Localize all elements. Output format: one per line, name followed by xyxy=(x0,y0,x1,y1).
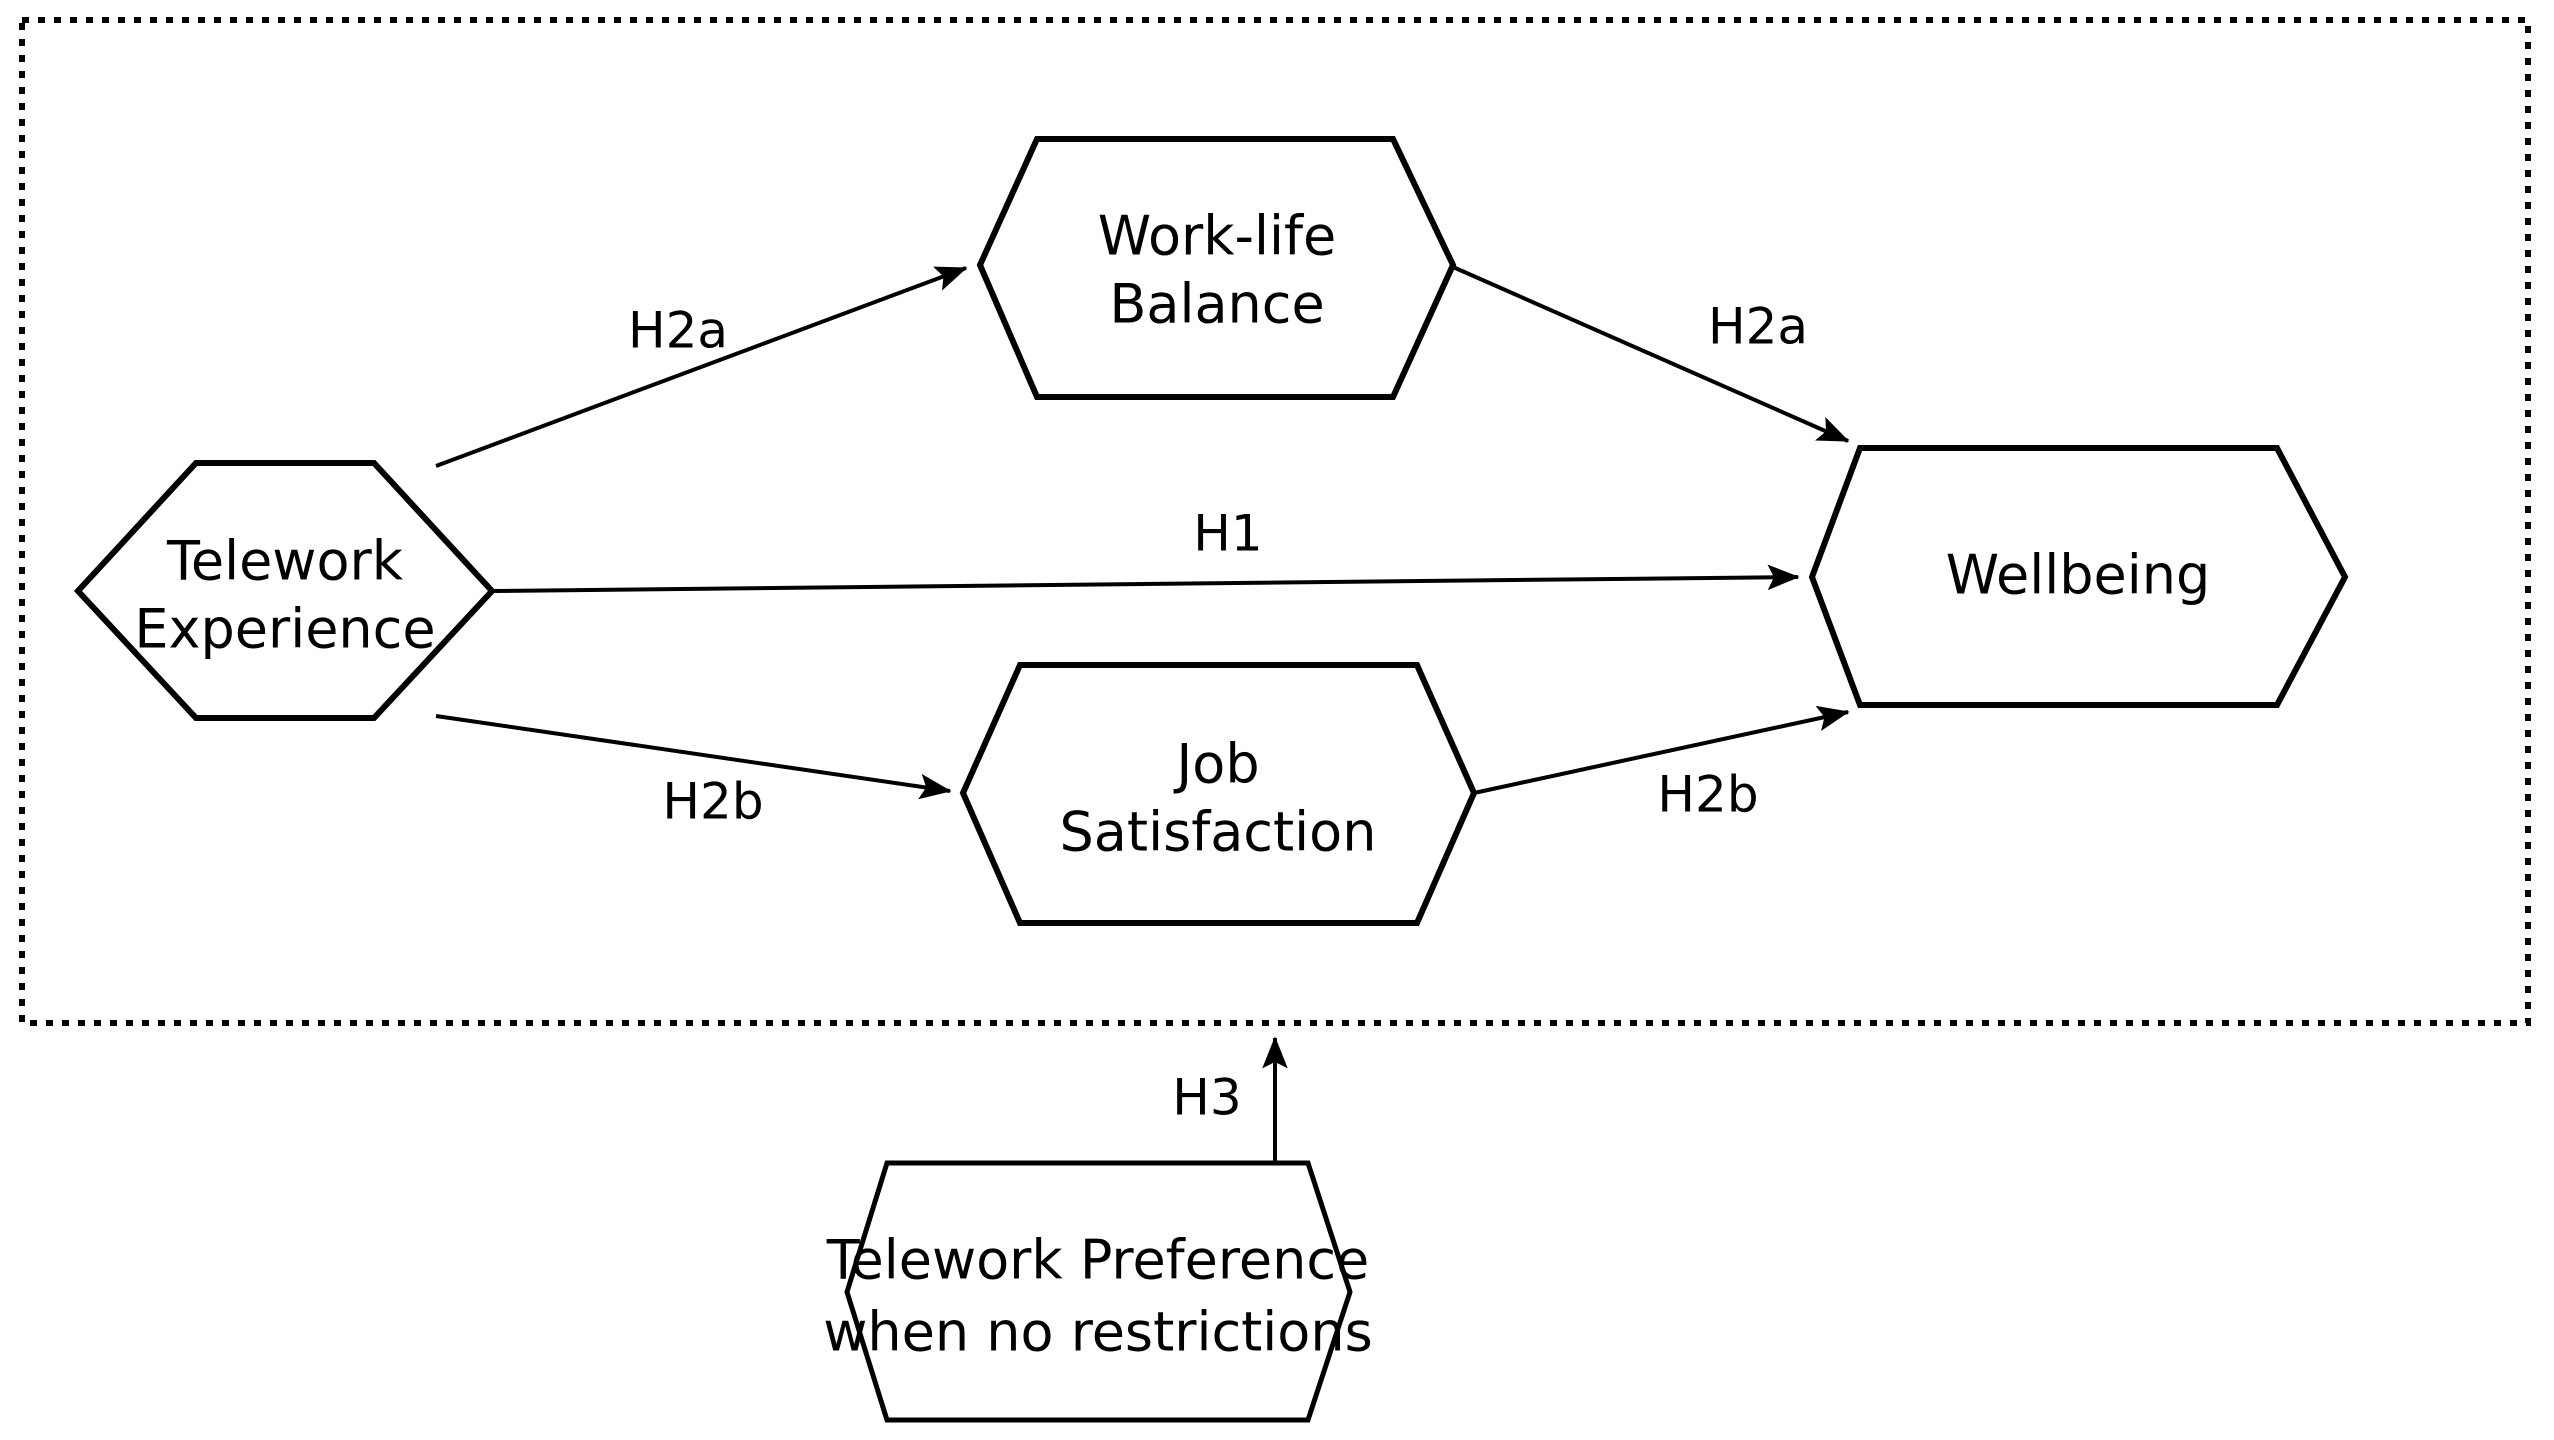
node-job-satisfaction[interactable]: Job Satisfaction xyxy=(959,662,1478,926)
node-label-line2: Satisfaction xyxy=(1060,801,1377,864)
edge-label-h2a-right: H2a xyxy=(1708,298,1808,356)
edge-h2b-left xyxy=(435,714,952,800)
node-label-line1: Job xyxy=(1173,733,1259,796)
node-label-line1: Wellbeing xyxy=(1946,544,2210,607)
node-label-line2: when no restrictions xyxy=(823,1301,1372,1364)
node-wellbeing[interactable]: Wellbeing xyxy=(1808,445,2349,708)
hexagon-shape xyxy=(1808,445,2349,708)
node-work-life-balance[interactable]: Work-life Balance xyxy=(976,136,1457,400)
edge-label-h2b-right: H2b xyxy=(1657,766,1758,824)
hexagon-shape xyxy=(959,662,1478,926)
node-telework-experience[interactable]: Telework Experience xyxy=(73,460,497,721)
edge-h2b-right xyxy=(1473,705,1850,795)
edge-h2a-right xyxy=(1452,265,1850,443)
edge-h1 xyxy=(491,564,1800,593)
edge-label-h1: H1 xyxy=(1193,505,1262,563)
node-label-line1: Telework xyxy=(166,530,404,593)
hexagon-shape xyxy=(73,460,497,721)
hexagon-shape xyxy=(844,1160,1353,1423)
edge-label-h2b-left: H2b xyxy=(662,773,763,831)
edge-h2a-left xyxy=(435,266,968,468)
model-boundary xyxy=(19,17,2531,1026)
hexagon-shape xyxy=(976,136,1457,400)
edge-label-h3: H3 xyxy=(1172,1069,1241,1127)
node-label-line2: Balance xyxy=(1109,273,1324,336)
edge-label-h2a-left: H2a xyxy=(628,302,728,360)
node-label-line1: Telework Preference xyxy=(826,1229,1370,1292)
node-label-line2: Experience xyxy=(134,598,435,661)
node-label-line1: Work-life xyxy=(1098,205,1336,268)
node-telework-preference[interactable]: Telework Preference when no restrictions xyxy=(823,1160,1373,1423)
